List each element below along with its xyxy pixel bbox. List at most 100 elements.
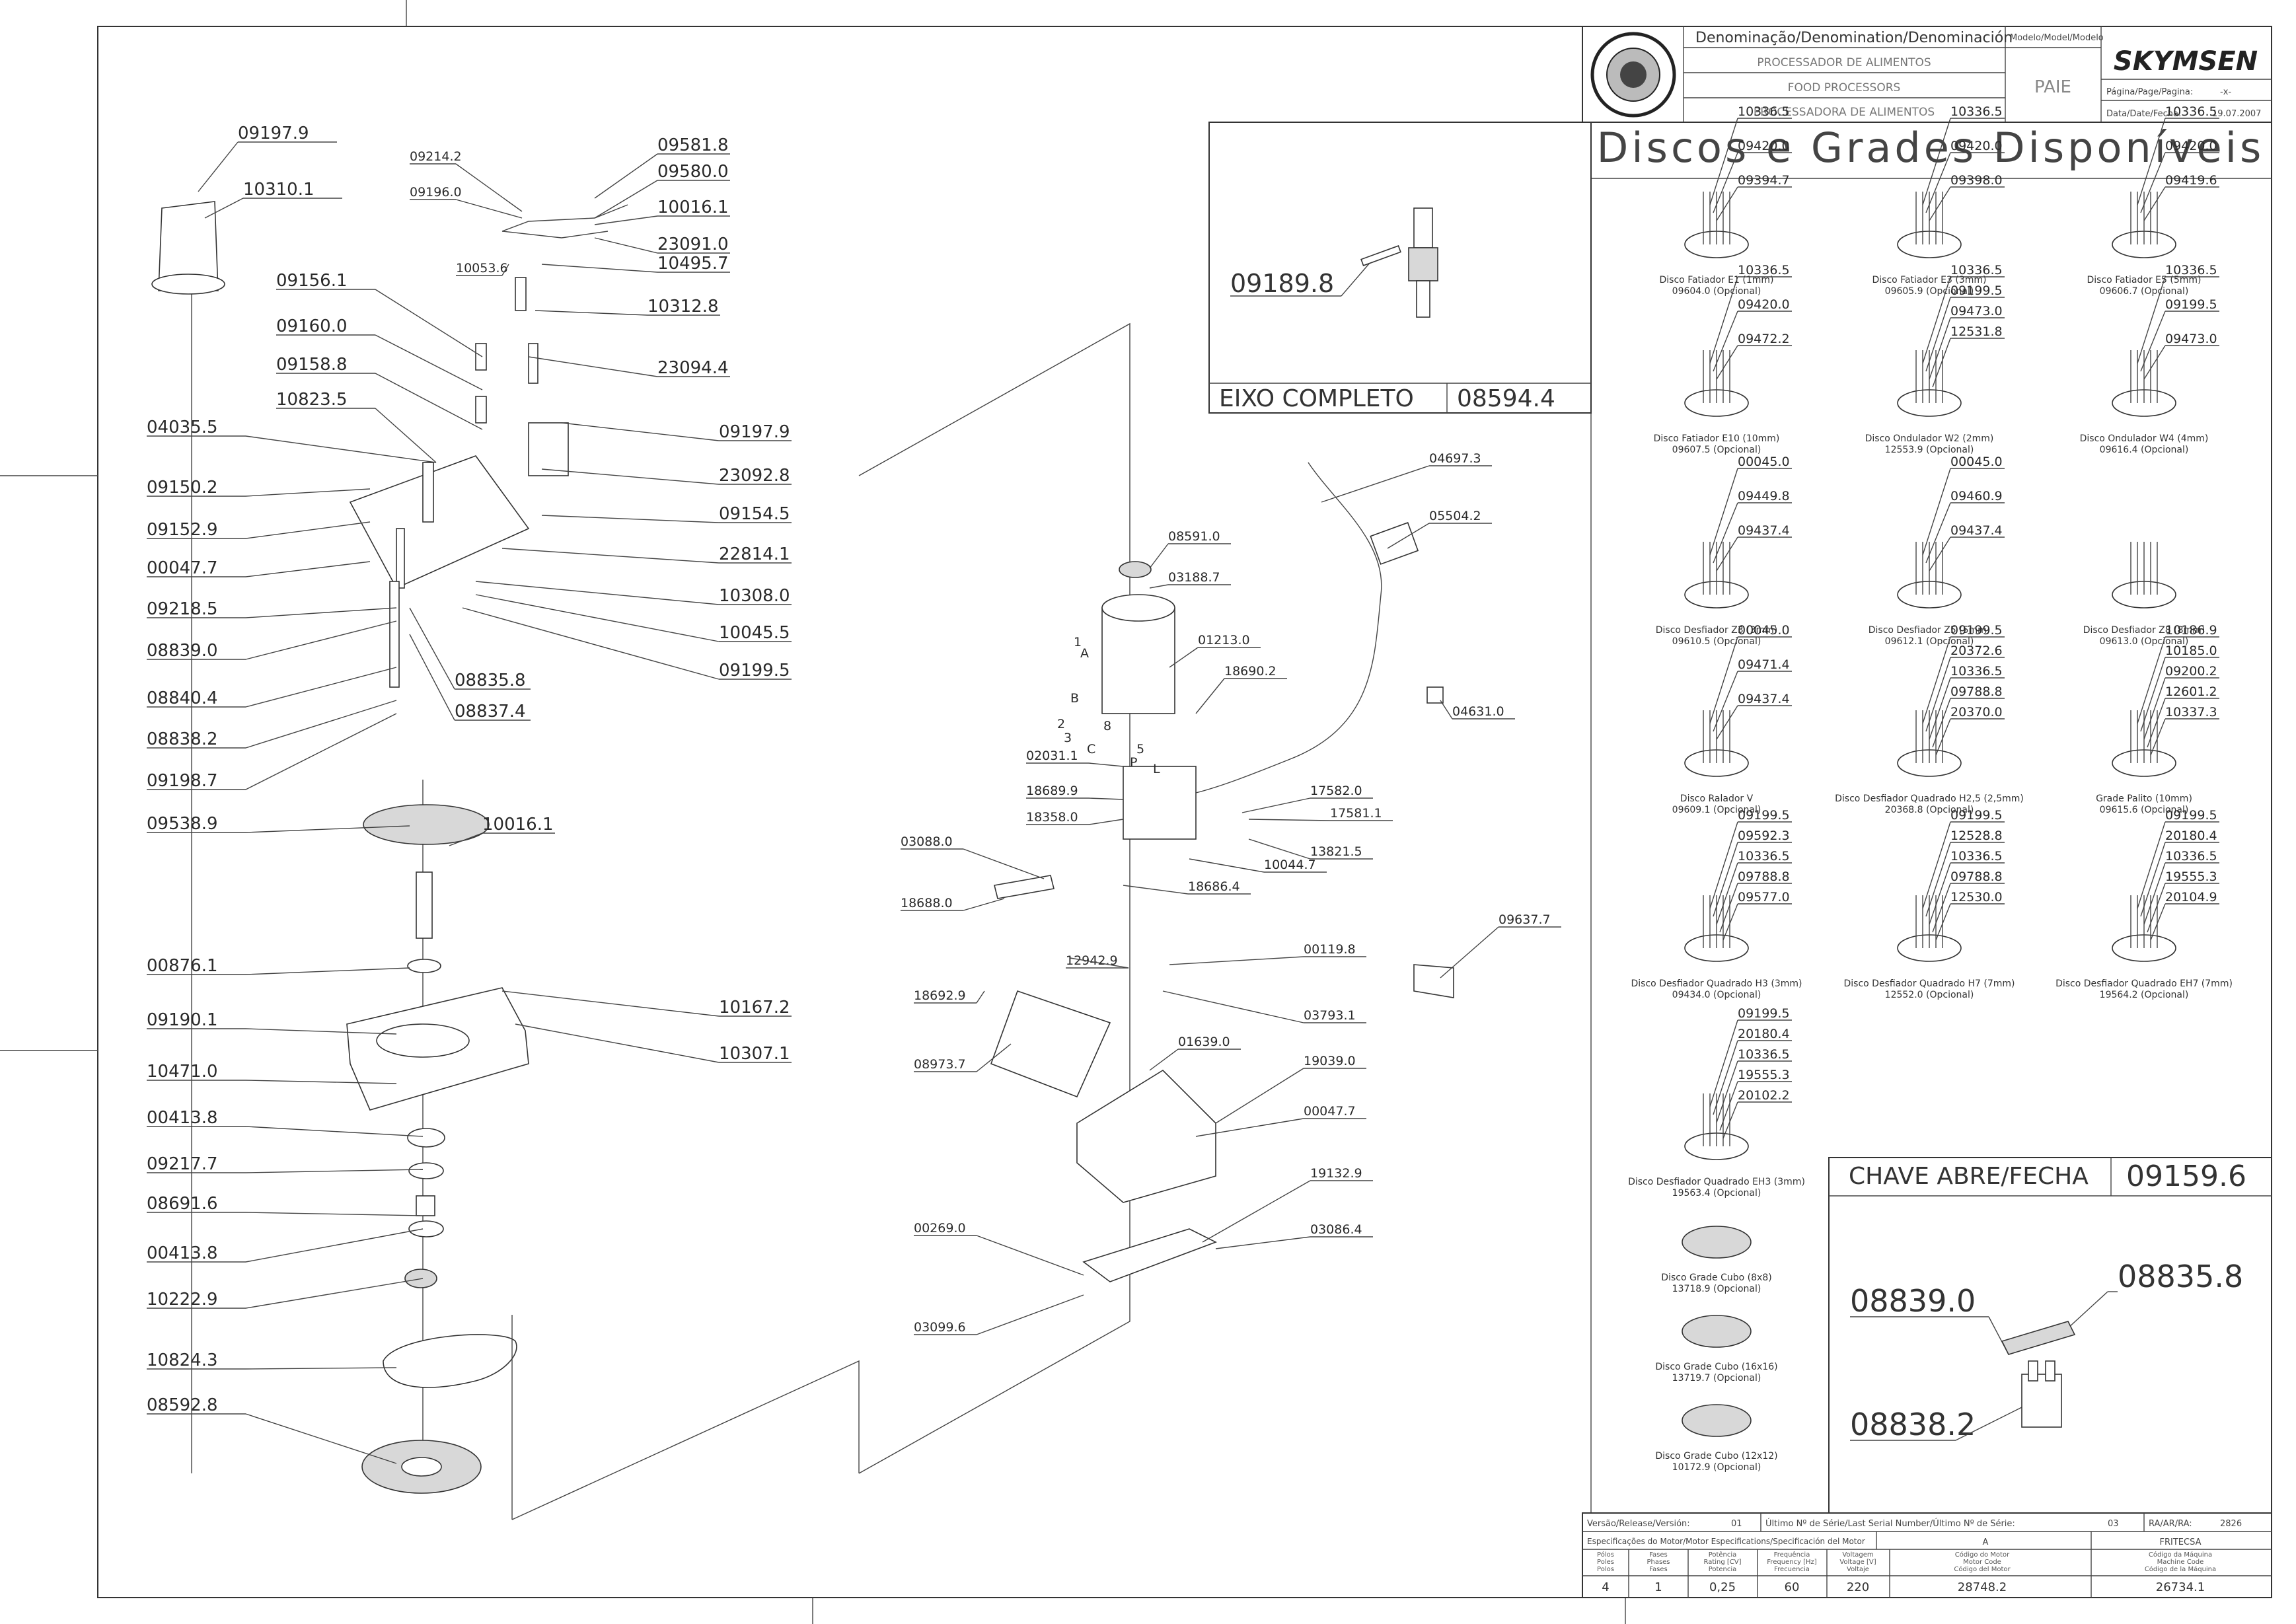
disc-part-label: 12531.8 (1950, 324, 2003, 339)
eixo-code: 08594.4 (1457, 385, 1555, 412)
eixo-label: EIXO COMPLETO (1219, 385, 1414, 412)
disc-name: Disco Fatiador E10 (10mm) (1654, 433, 1780, 444)
left-assembly-drawing (151, 201, 628, 1494)
footer-header: Phases (1647, 1559, 1670, 1566)
center-part-label: 03086.4 (1310, 1222, 1362, 1237)
right-part-label: 22814.1 (719, 544, 790, 564)
name-en: FOOD PROCESSORS (1788, 81, 1901, 94)
footer-header: Frequência (1774, 1551, 1810, 1559)
left-part-label: 10823.5 (276, 390, 348, 410)
disc-part-label: 10336.5 (1950, 263, 2003, 277)
disc-code: 09615.6 (Opcional) (2100, 805, 2189, 815)
disc-part-label: 09199.5 (1738, 1006, 1790, 1021)
left-part-label: 09158.8 (276, 355, 348, 375)
disc-part-label: 10336.5 (1738, 849, 1790, 864)
footer-header: Poles (1597, 1559, 1614, 1566)
page-value: -x- (2220, 87, 2231, 97)
center-part-label: 18688.0 (901, 896, 953, 910)
chave-part-2: 08838.2 (1850, 1407, 1976, 1442)
disc-item: Disco Grade Cubo (16x16)13719.7 (Opciona… (1655, 1315, 1778, 1384)
center-part-label: 17582.0 (1310, 784, 1362, 798)
left-part-label: 08839.0 (147, 641, 218, 661)
footer-header: Código de la Máquina (2145, 1565, 2216, 1573)
page-label: Página/Page/Pagina: (2106, 87, 2193, 97)
disc-code: 09610.5 (Opcional) (1672, 636, 1761, 647)
footer-header: Voltaje (1847, 1566, 1869, 1573)
disc-name: Disco Ondulador W2 (2mm) (1865, 433, 1994, 444)
disc-part-label: 20372.6 (1950, 644, 2003, 658)
right-part-label: 10167.2 (719, 998, 790, 1017)
left-part-label: 09538.9 (147, 814, 218, 834)
disc-item: Disco Fatiador E3 (3mm)09605.9 (Opcional… (1872, 104, 2005, 297)
disc-part-label: 10336.5 (1950, 664, 2003, 679)
serial-value: 03 (2108, 1519, 2119, 1529)
disc-code: 12553.9 (Opcional) (1885, 445, 1974, 455)
left-part-label: 08838.2 (147, 729, 218, 749)
disc-code: 09606.7 (Opcional) (2100, 286, 2189, 297)
disc-part-label: 09577.0 (1738, 890, 1790, 904)
disc-part-label: 10336.5 (1950, 849, 2003, 864)
center-part-label: 04697.3 (1429, 451, 1481, 466)
chave-part-0: 08839.0 (1850, 1283, 1976, 1319)
center-part-label: 17581.1 (1330, 806, 1382, 821)
disc-code: 13719.7 (Opcional) (1672, 1373, 1761, 1384)
left-part-label: 09156.1 (276, 271, 348, 291)
disc-part-label: 09420.0 (1950, 139, 2003, 153)
disc-item: Disco Desfiador Quadrado H7 (7mm)12552.0… (1843, 808, 2015, 1000)
date-label: Data/Date/Fecha: (2106, 109, 2181, 119)
footer-header: Código del Motor (1954, 1565, 2011, 1573)
footer-value: 28748.2 (1958, 1580, 2007, 1594)
left-part-label: 09217.7 (147, 1154, 218, 1174)
disc-part-label: 09472.2 (1738, 332, 1790, 346)
disc-item: Grade Palito (10mm)09615.6 (Opcional)101… (2096, 623, 2219, 815)
disc-part-label: 09788.8 (1950, 684, 2003, 699)
disc-part-label: 12601.2 (2165, 684, 2217, 699)
disc-part-label: 09437.4 (1950, 523, 2003, 538)
disc-part-label: 09200.2 (2165, 664, 2217, 679)
center-part-label: 03188.7 (1168, 570, 1220, 585)
right-part-label: 23094.4 (657, 358, 729, 378)
left-part-label: 04035.5 (147, 418, 218, 437)
left-part-label: 09198.7 (147, 771, 218, 791)
footer-header: Pólos (1597, 1551, 1614, 1559)
left-part-label: 09160.0 (276, 316, 348, 336)
left-part-label: 10310.1 (243, 180, 315, 200)
left-part-label: 09150.2 (147, 478, 218, 498)
left-part-label: 08840.4 (147, 688, 218, 708)
disc-part-label: 09449.8 (1738, 489, 1790, 503)
footer-header: Fases (1649, 1551, 1668, 1559)
left-part-label: 09218.5 (147, 599, 218, 619)
left-part-label: 00413.8 (147, 1243, 218, 1263)
disc-part-label: 20180.4 (1738, 1027, 1790, 1041)
wire-marker: 8 (1103, 719, 1111, 733)
disc-part-label: 10336.5 (2165, 849, 2217, 864)
center-part-label: 05504.2 (1429, 509, 1481, 523)
disc-part-label: 19555.3 (1738, 1068, 1790, 1082)
manufacturer: FRITECSA (2160, 1537, 2202, 1547)
disc-name: Disco Desfiador Z8 (8mm) (2083, 625, 2205, 636)
chave-panel: CHAVE ABRE/FECHA 09159.6 08839.0 08835.8… (1828, 1157, 2272, 1514)
footer-header: Voltagem (1842, 1551, 1873, 1559)
disc-item: Disco Desfiador Quadrado H3 (3mm)09434.0… (1631, 808, 1802, 1000)
center-part-label: 00269.0 (914, 1221, 966, 1236)
disc-item: Disco Grade Cubo (12x12)10172.9 (Opciona… (1655, 1404, 1778, 1473)
disc-part-label: 09419.6 (2165, 173, 2217, 188)
eixo-panel: EIXO COMPLETO 08594.4 09189.8 (1208, 122, 1592, 414)
wire-marker: 1 (1074, 635, 1082, 649)
right-part-label: 09199.5 (719, 661, 790, 681)
name-es: PROCESSADORA DE ALIMENTOS (1754, 106, 1935, 119)
disc-item: Disco Fatiador E10 (10mm)09607.5 (Opcion… (1654, 263, 1792, 455)
wire-marker: 2 (1057, 717, 1065, 731)
footer-header: Polos (1597, 1566, 1614, 1573)
right-part-label: 10016.1 (482, 815, 554, 834)
footer-header: Código da Máquina (2149, 1551, 2212, 1559)
disc-code: 09604.0 (Opcional) (1672, 286, 1761, 297)
left-part-label: 09190.1 (147, 1010, 218, 1030)
wire-marker: C (1087, 742, 1095, 757)
disc-part-label: 12528.8 (1950, 829, 2003, 843)
disc-part-label: 09471.4 (1738, 657, 1790, 672)
footer-header: Potência (1709, 1551, 1737, 1559)
footer-header: Fases (1649, 1566, 1668, 1573)
disc-part-label: 10337.3 (2165, 705, 2217, 720)
center-assembly-drawing (511, 322, 1454, 1520)
